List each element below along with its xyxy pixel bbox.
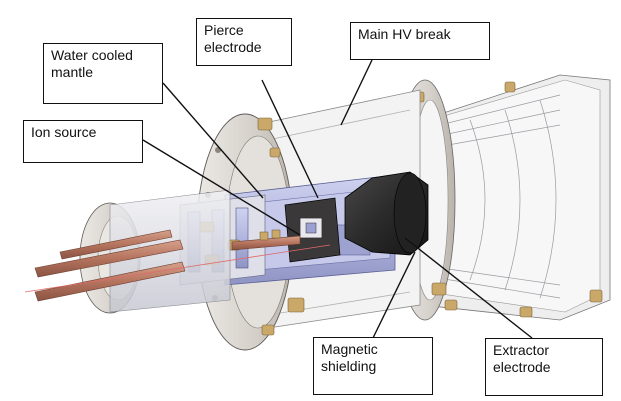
label-ion-source-text: Ion source: [31, 124, 97, 140]
pierce-electrode-part: [284, 197, 341, 263]
label-main-hv-break-text: Main HV break: [358, 26, 451, 42]
label-extractor-electrode-text: Extractor electrode: [493, 342, 551, 375]
label-water-cooled-mantle: Water cooled mantle: [43, 43, 163, 104]
extractor-electrode-part: [344, 171, 429, 256]
label-magnetic-shielding: Magnetic shielding: [313, 337, 433, 395]
label-pierce-electrode: Pierce electrode: [196, 18, 292, 66]
label-pierce-electrode-text: Pierce electrode: [204, 22, 262, 55]
feedthrough-rods: [24, 229, 331, 302]
leader-lines: [142, 59, 533, 341]
label-extractor-electrode: Extractor electrode: [485, 338, 603, 396]
label-water-cooled-mantle-text: Water cooled mantle: [51, 47, 133, 80]
label-main-hv-break: Main HV break: [350, 22, 490, 60]
label-ion-source: Ion source: [23, 120, 143, 163]
label-magnetic-shielding-text: Magnetic shielding: [321, 341, 378, 374]
